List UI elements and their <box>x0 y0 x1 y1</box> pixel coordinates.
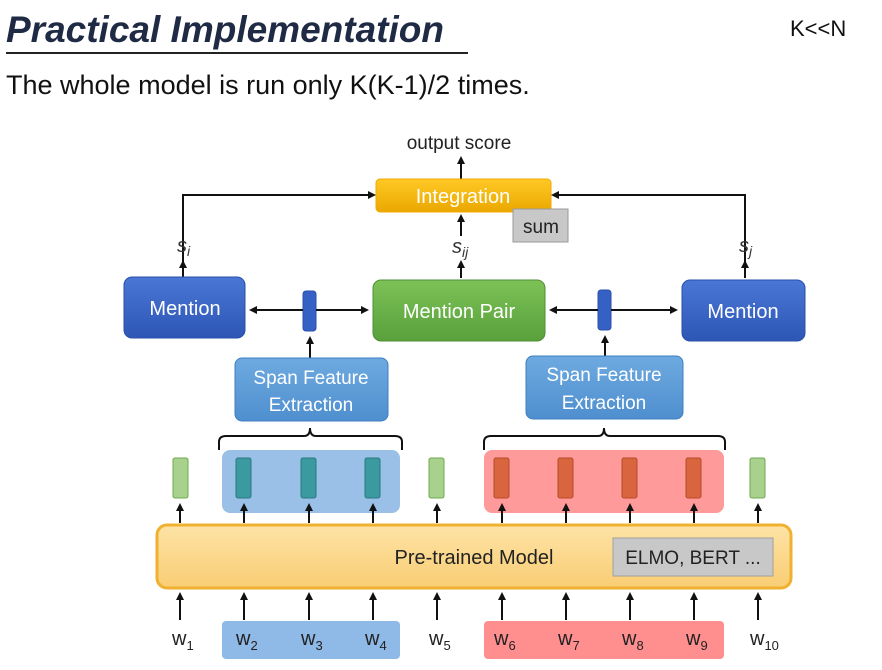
brace-left <box>218 427 403 450</box>
sum-label: sum <box>523 217 559 238</box>
token-w10: w10 <box>749 628 779 653</box>
token-row: w1 w2 w3 w4 w5 w6 w7 w8 w9 w10 <box>171 628 779 653</box>
embedding-w4 <box>364 457 381 499</box>
mention-left-box <box>123 276 246 339</box>
embedding-w8 <box>621 457 638 499</box>
span-vector-right <box>597 289 612 331</box>
token-highlight-left <box>222 621 400 659</box>
output-score-label: output score <box>407 133 512 154</box>
score-ij-label: sij <box>452 236 469 260</box>
embedding-vectors <box>172 457 766 499</box>
embedding-w7 <box>557 457 574 499</box>
token-w7: w7 <box>557 628 580 653</box>
span-extraction-right-line1: Span Feature <box>546 365 661 386</box>
mention-left-label: Mention <box>149 298 220 320</box>
embedding-w9 <box>685 457 702 499</box>
score-j-label: sj <box>739 235 753 259</box>
mention-pair-label: Mention Pair <box>403 301 516 323</box>
embedding-w6 <box>493 457 510 499</box>
integration-label: Integration <box>416 186 511 208</box>
span-extraction-right-box <box>525 355 684 420</box>
mention-right-box <box>681 279 806 342</box>
sum-badge <box>512 208 569 243</box>
embedding-w10 <box>749 457 766 499</box>
pretrained-examples-badge <box>612 537 774 577</box>
slide-title: Practical Implementation <box>6 9 444 50</box>
token-w2: w2 <box>235 628 258 653</box>
token-w5: w5 <box>428 628 451 653</box>
token-w4: w4 <box>364 628 387 653</box>
title-underline <box>6 52 468 54</box>
token-w1: w1 <box>171 628 194 653</box>
token-highlight-right <box>484 621 724 659</box>
arrows-model-to-embeddings <box>176 503 762 523</box>
pretrained-examples-label: ELMO, BERT ... <box>625 548 761 569</box>
embedding-w1 <box>172 457 189 499</box>
embedding-w2 <box>235 457 252 499</box>
mention-pair-box <box>372 279 546 342</box>
corner-note: K<<N <box>790 16 847 41</box>
brace-right <box>483 427 726 450</box>
token-w9: w9 <box>685 628 708 653</box>
token-w6: w6 <box>493 628 516 653</box>
span-highlight-right <box>484 450 724 513</box>
arrows-tokens-to-model <box>176 592 762 620</box>
embedding-w5 <box>428 457 445 499</box>
pretrained-model-label: Pre-trained Model <box>395 547 554 569</box>
span-extraction-right-line2: Extraction <box>562 393 646 414</box>
score-i-label: si <box>177 235 191 259</box>
path-left-score <box>182 191 376 262</box>
span-extraction-left-line2: Extraction <box>269 395 353 416</box>
slide-subtitle: The whole model is run only K(K-1)/2 tim… <box>6 70 530 100</box>
span-extraction-left-line1: Span Feature <box>253 368 368 389</box>
token-w8: w8 <box>621 628 644 653</box>
span-vector-left <box>302 290 317 332</box>
path-right-score <box>551 191 746 262</box>
embedding-w3 <box>300 457 317 499</box>
span-extraction-left-box <box>234 357 389 422</box>
token-w3: w3 <box>300 628 323 653</box>
mention-right-label: Mention <box>707 301 778 323</box>
